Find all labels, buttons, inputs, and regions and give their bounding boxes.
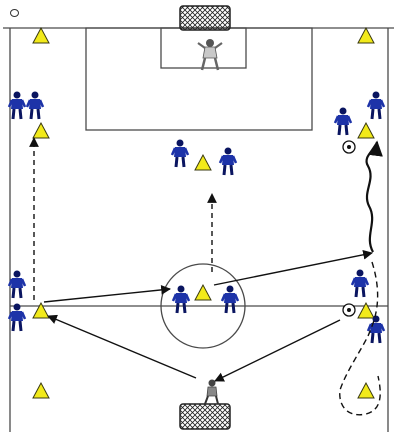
cone-icon <box>32 301 50 319</box>
players <box>7 91 386 344</box>
cone-icon <box>194 153 212 171</box>
player-icon <box>170 139 190 168</box>
player-icon <box>7 303 27 332</box>
movement-lines <box>29 137 383 416</box>
cone-icon <box>32 121 50 139</box>
cone-icon <box>357 301 375 319</box>
player-icon <box>333 107 353 136</box>
pitch-lines <box>3 27 394 432</box>
goalkeeper-top <box>197 39 223 71</box>
player-icon <box>7 91 27 120</box>
player-icon <box>7 270 27 299</box>
center-circle <box>160 263 246 349</box>
cone-icon <box>32 381 50 399</box>
ball-upper-right <box>342 140 356 154</box>
cone-icon <box>194 283 212 301</box>
cone-icon <box>357 121 375 139</box>
corner-circle-marker <box>10 9 19 17</box>
player-icon <box>25 91 45 120</box>
player-icon <box>171 285 191 314</box>
top-goal <box>179 5 231 31</box>
cone-icon <box>357 26 375 44</box>
player-icon <box>218 147 238 176</box>
cones <box>32 26 375 399</box>
cone-icon <box>32 26 50 44</box>
bottom-goal <box>179 403 231 430</box>
ball-lower-right <box>342 303 356 317</box>
player-icon <box>350 269 370 298</box>
cone-icon <box>357 381 375 399</box>
coach-server <box>204 379 219 405</box>
player-icon <box>366 91 386 120</box>
player-icon <box>220 285 240 314</box>
player-icon <box>366 315 386 344</box>
